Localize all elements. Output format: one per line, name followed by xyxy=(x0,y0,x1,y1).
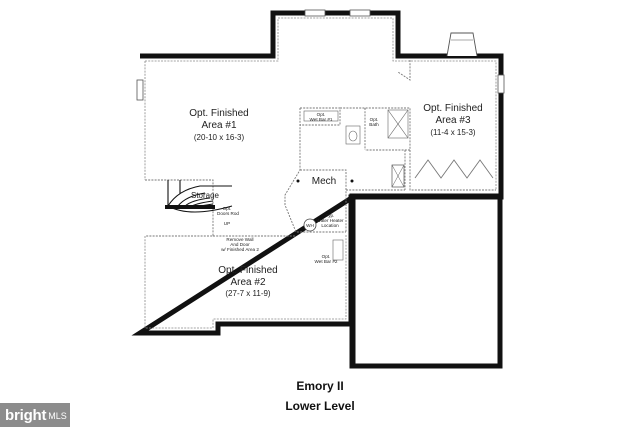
mech-column xyxy=(350,179,354,183)
wh-label: WH xyxy=(306,223,314,228)
storage-label: Storage xyxy=(191,191,220,200)
area3-title-line2: Area #3 xyxy=(435,115,470,126)
bright-mls-watermark: bright MLS xyxy=(0,403,70,427)
wet-bar-2 xyxy=(332,239,344,261)
doors-note-line2: Doors Rod xyxy=(217,211,239,216)
area1-dimensions: (20-10 x 16-3) xyxy=(194,133,245,142)
wet-bar-1-note-line1: Opt. xyxy=(317,112,326,117)
water-heater xyxy=(303,218,317,232)
mech-label: Mech xyxy=(312,176,336,187)
wet-bar-2-note-line1: Opt. xyxy=(322,254,331,259)
watermark-brand: bright xyxy=(5,406,47,424)
wet-bar-2-note-line2: Wet Bar #2 xyxy=(315,259,338,264)
water-heater-note-line3: Location xyxy=(321,223,339,228)
area3-dimensions: (11-4 x 15-3) xyxy=(430,128,476,137)
area1-title-line2: Area #1 xyxy=(201,120,236,131)
wet-bar-1-note-line2: Wet Bar #1 xyxy=(310,117,333,122)
watermark-suffix: MLS xyxy=(48,411,67,421)
area3-zigzag xyxy=(414,159,494,179)
remove-wall-note-line3: w/ Finished Area 2 xyxy=(221,247,259,252)
mech-wall xyxy=(284,107,411,233)
model-name: Emory II xyxy=(296,379,343,393)
water-heater-note-line1: Typ. xyxy=(326,213,335,218)
window-top-left xyxy=(304,9,326,17)
mech-column xyxy=(296,179,300,183)
window-top-right xyxy=(349,9,371,17)
lower-right-room-wall xyxy=(349,193,503,369)
stair-landing xyxy=(165,205,215,209)
area3-title-line1: Opt. Finished xyxy=(423,103,482,114)
wet-bar-1 xyxy=(303,110,339,122)
area1-title-line1: Opt. Finished xyxy=(189,108,248,119)
area2-title-line2: Area #2 xyxy=(230,277,265,288)
doors-note-line1: Opt. xyxy=(223,206,232,211)
bath-note-line2: Bath xyxy=(369,122,379,127)
area2-title-line1: Opt. Finished xyxy=(218,265,277,276)
exterior-wall-outline xyxy=(131,10,504,369)
up-label: UP xyxy=(224,221,230,226)
area3-wall xyxy=(397,60,496,191)
bath-note-line1: Opt. xyxy=(370,117,379,122)
bath-fixtures xyxy=(345,109,409,145)
finished-area-dashed-outline xyxy=(144,17,497,329)
area2-dimensions: (27-7 x 11-9) xyxy=(225,289,271,298)
window-right xyxy=(497,74,505,94)
remove-wall-note-line1: Remove Wall xyxy=(226,237,253,242)
chimney xyxy=(446,32,478,57)
water-heater-note-line2: Water Heater xyxy=(316,218,344,223)
level-name: Lower Level xyxy=(285,399,354,413)
window-left xyxy=(136,79,144,101)
remove-wall-note-line2: And Door xyxy=(230,242,250,247)
